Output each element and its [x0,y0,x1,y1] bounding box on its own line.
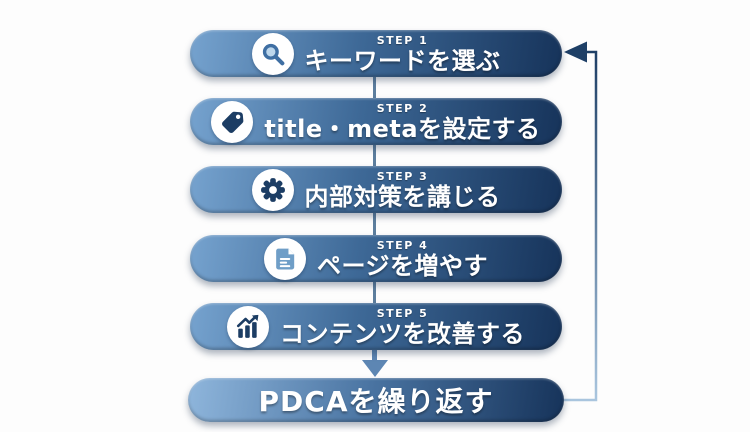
step-2-pill: STEP 2 title・metaを設定する [190,98,562,145]
step-5-title: コンテンツを改善する [280,319,525,348]
bar-chart-icon [227,305,269,348]
down-arrow-icon [362,360,388,377]
connector-step2-step3 [373,145,376,166]
step-4-title: ページを増やす [316,251,489,280]
step-1-title: キーワードを選ぶ [304,46,501,75]
step-2-label: STEP 2 [376,101,429,115]
magnifier-icon [251,32,294,75]
connector-step3-step4 [373,213,376,235]
down-arrow-stem [372,350,377,361]
connector-step1-step2 [373,77,376,98]
step-3-pill: STEP 3 内部対策を講じる [190,166,562,213]
step-3-title: 内部対策を講じる [304,182,501,211]
gear-icon [251,168,294,211]
step-3-label: STEP 3 [376,169,429,183]
connector-step4-step5 [373,281,376,303]
document-icon [263,237,306,280]
tag-icon [211,100,254,143]
step-1-pill: STEP 1 キーワードを選ぶ [190,30,562,77]
step-5-label: STEP 5 [376,306,429,320]
step-5-pill: STEP 5 コンテンツを改善する [190,303,562,350]
step-2-title: title・metaを設定する [264,114,541,143]
step-4-label: STEP 4 [376,238,429,252]
step-1-label: STEP 1 [376,33,429,47]
result-title: PDCAを繰り返す [258,385,494,418]
result-pill: PDCAを繰り返す [188,378,564,422]
step-4-pill: STEP 4 ページを増やす [190,235,562,282]
